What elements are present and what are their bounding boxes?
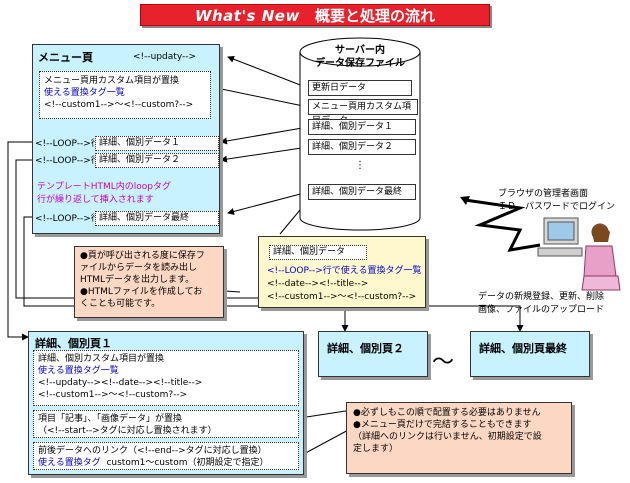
dp1-box2-line1: 項目「記事」、「画像データ」が置換	[38, 414, 183, 424]
admin-person-illustration	[537, 217, 621, 291]
link-loop2-to-detail2	[15, 159, 349, 332]
menu-page-panel: メニュー頁 <!--updaty--> メニュー頁用カスタム項目が置換 使える置…	[32, 44, 220, 234]
server-row-detail1: 詳細、個別データ１	[308, 119, 416, 135]
arrow-custom-to-menu	[211, 84, 309, 108]
admin-caption1: データの新規登録、更新、削除	[478, 292, 605, 302]
server-row-detail2: 詳細、個別データ２	[308, 139, 416, 155]
bottom-note-l4: 定します）	[353, 444, 399, 454]
dp1-box3-line2a: 使える置換タグ	[38, 458, 101, 468]
dp1-box1-line4: <!--custom1-->～<!--custom?-->	[38, 390, 188, 400]
arrow-update-to-menu	[227, 55, 309, 89]
detail-page1-header: 詳細、個別頁１	[35, 337, 112, 350]
detail-tags-line2: <!--date--><!--title-->	[267, 279, 369, 289]
detail-tags-line1: <!--LOOP-->行で使える置換タグ一覧	[267, 266, 422, 276]
link-last-to-detaillast	[23, 216, 524, 332]
arrow-detail2-to-menu	[220, 146, 309, 163]
loop-row2-label: <!--LOOP-->行	[35, 156, 100, 166]
menu-custom-box: メニュー頁用カスタム項目が置換 使える置換タグ一覧 <!--custom1-->…	[39, 71, 211, 119]
arrow-detail1-to-menu	[220, 126, 309, 145]
server-row-custom: メニュー頁用カスタム項目データ	[308, 99, 418, 126]
link-loop1-to-detail	[7, 141, 37, 341]
detail-tags-box: 詳細、個別データ <!--LOOP-->行で使える置換タグ一覧 <!--date…	[258, 236, 426, 308]
note-box: ●頁が呼び出される度に保存フ ァイルからデータを読み出し HTMLデータを出力し…	[74, 246, 224, 318]
title-ja: 概要と処理の流れ	[315, 7, 436, 25]
detail-tags-header: 詳細、個別データ	[269, 245, 367, 260]
menu-page-tag: <!--updaty-->	[133, 52, 197, 62]
note-b2-l1: ●HTMLファイルを作成してお	[80, 287, 203, 297]
note-b1-l2: ァイルからデータを読み出し	[80, 263, 198, 273]
template-note-line1: テンプレートHTML内のloopタグ	[37, 182, 172, 192]
admin-caption2: 画像、ファイルのアップロード	[478, 305, 605, 315]
loop-last-value: 詳細、個別データ最終	[95, 211, 219, 226]
bottom-note: ●必ずしもこの順で配置する必要はありません ●メニュー頁だけで完結することもでき…	[346, 402, 572, 474]
dp1-box3-line1: 前後データへのリンク（<!--end-->タグに対応し置換）	[38, 446, 267, 456]
tilde-symbol: ～	[432, 350, 455, 375]
bottom-note-b1: ●必ずしもこの順で配置する必要はありません	[353, 408, 541, 418]
dp1-box2-line2: （<!--start-->タグに対応し置換されます）	[38, 426, 217, 436]
dp1-box1-line2: 使える置換タグ一覧	[38, 366, 119, 376]
loop-row1-label: <!--LOOP-->行	[35, 139, 100, 149]
title-en: What's New	[194, 7, 300, 25]
arrow-last-to-menu	[227, 191, 309, 215]
lightning-arrowhead	[460, 196, 470, 205]
note-b2-l2: くことも可能です。	[80, 299, 161, 309]
dp1-box1-line1: 詳細、個別カスタム項目が置換	[38, 354, 165, 364]
page-title: What's New 概要と処理の流れ	[140, 4, 490, 26]
template-note-line2: 行が繰り返して挿入されます	[37, 195, 154, 205]
server-title-line2: データ保存ファイル	[315, 58, 405, 69]
detail-page2-header: 詳細、個別頁２	[327, 342, 404, 355]
admin-line2: ＩＤ、パスワードでログイン	[498, 202, 616, 212]
server-title-line1: サーバー内	[335, 45, 385, 56]
note-b1-l1: ●頁が呼び出される度に保存フ	[80, 251, 205, 261]
server-row-update: 更新日データ	[308, 80, 412, 96]
menu-page-header: メニュー頁	[38, 51, 93, 64]
dp1-box3-line2b: custom1～custom（初期設定で指定）	[106, 458, 269, 468]
detail-page2-panel: 詳細、個別頁２	[318, 331, 428, 377]
detail-page-last-header: 詳細、個別頁最終	[479, 342, 567, 355]
detail-page1-box1: 詳細、個別カスタム項目が置換 使える置換タグ一覧 <!--updaty--><!…	[33, 350, 299, 406]
loop-row2-value: 詳細、個別データ２	[95, 153, 219, 168]
detail-page1-box2: 項目「記事」、「画像データ」が置換 （<!--start-->タグに対応し置換さ…	[33, 410, 299, 438]
menu-custom-line2: 使える置換タグ一覧	[44, 88, 125, 98]
loop-last-label: <!--LOOP-->行	[35, 214, 100, 224]
arrow-note-box3	[299, 427, 353, 457]
detail-tags-line3: <!--custom1-->～<!--custom?-->	[267, 292, 417, 302]
server-row-last: 詳細、個別データ最終	[308, 184, 416, 200]
dp1-box1-line3: <!--updaty--><!--date--><!--title-->	[38, 378, 203, 388]
lightning-bolt	[464, 198, 541, 252]
detail-page-last-panel: 詳細、個別頁最終	[470, 331, 590, 377]
server-cylinder-top	[299, 37, 421, 67]
menu-custom-line3: <!--custom1-->～<!--custom?-->	[44, 100, 194, 110]
bottom-note-l3: （詳細へのリンクは行いません、初期設定で設	[353, 432, 542, 442]
server-row-ellipsis: ⋮	[355, 160, 365, 171]
arrow-note-box2	[299, 409, 353, 421]
admin-line1: ブラウザの管理者画面	[498, 189, 589, 199]
loop-row1-value: 詳細、個別データ１	[95, 136, 219, 151]
bottom-note-b2: ●メニュー頁だけで完結することもできます	[353, 420, 532, 430]
detail-page1-panel: 詳細、個別頁１ 詳細、個別カスタム項目が置換 使える置換タグ一覧 <!--upd…	[28, 331, 304, 475]
note-b1-l3: HTMLデータを出力します。	[80, 275, 195, 285]
menu-custom-line1: メニュー頁用カスタム項目が置換	[44, 76, 180, 86]
detail-page1-box3: 前後データへのリンク（<!--end-->タグに対応し置換） 使える置換タグ c…	[33, 442, 299, 470]
